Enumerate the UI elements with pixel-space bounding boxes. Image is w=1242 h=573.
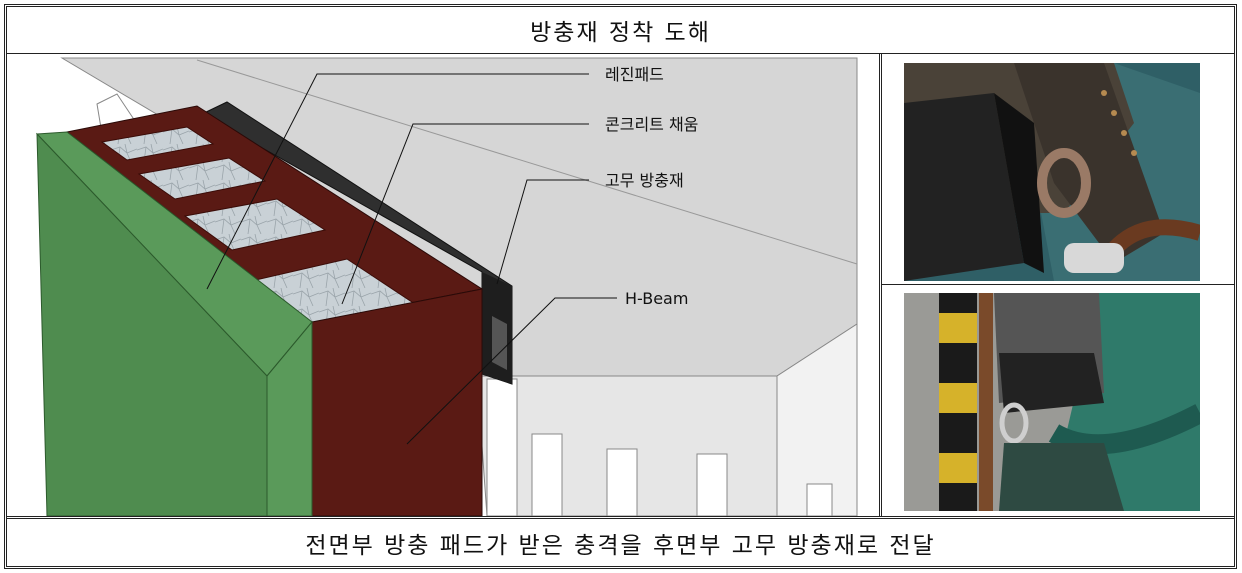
fender-installed-at-quay-photo: [904, 293, 1200, 511]
label-concrete-fill: 콘크리트 채움: [605, 115, 698, 134]
pile: [531, 433, 563, 516]
concrete-fill-cell: [100, 126, 215, 161]
pile: [696, 453, 728, 516]
leader-line-rubber-fender: [496, 179, 589, 285]
figure-caption: 전면부 방충 패드가 받은 충격을 후면부 고무 방충재로 전달: [7, 516, 1234, 566]
photo-cell-top: [882, 54, 1234, 285]
h-beam-post: [486, 378, 518, 516]
pile: [606, 448, 638, 516]
label-resin-pad: 레진패드: [605, 65, 664, 84]
leader-line-concrete-fill: [341, 123, 589, 305]
quay-corner-face: [776, 323, 858, 516]
figure-title: 방충재 정착 도해: [7, 7, 1234, 54]
photo-cell-bottom: [882, 285, 1234, 516]
green-pad-side: [266, 320, 313, 516]
resin-frame-front: [311, 288, 483, 516]
diagram-canvas: 레진패드 콘크리트 채움 고무 방충재 H-Beam: [19, 57, 858, 516]
leader-line-resin-pad: [206, 73, 589, 290]
pile: [806, 483, 833, 516]
label-h-beam: H-Beam: [625, 289, 688, 308]
label-rubber-fender: 고무 방충재: [605, 171, 684, 190]
photo-column: [882, 54, 1234, 516]
concrete-fill-cell: [183, 198, 327, 251]
rubber-fender-with-chain-photo: [904, 63, 1200, 281]
leader-line-h-beam: [406, 297, 617, 445]
fender-anchoring-diagram: 레진패드 콘크리트 채움 고무 방충재 H-Beam: [7, 54, 882, 516]
green-pad-face: [36, 132, 268, 516]
figure-table: 방충재 정착 도해: [4, 4, 1237, 569]
concrete-fill-cell: [137, 157, 267, 200]
